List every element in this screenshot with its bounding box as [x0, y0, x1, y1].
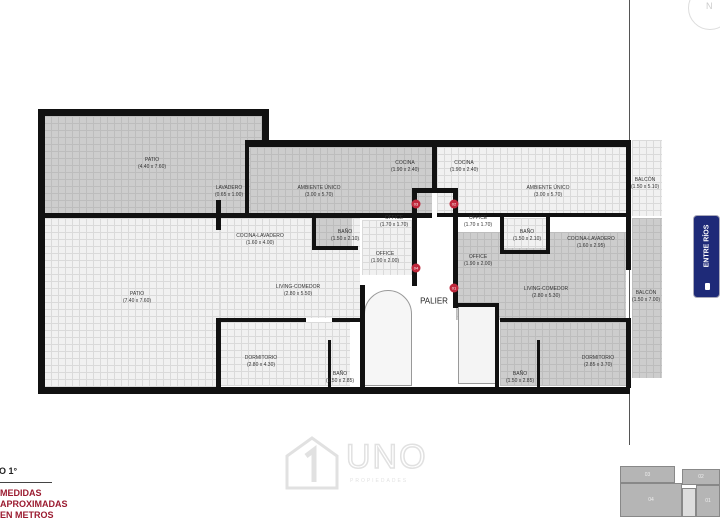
street-name: ENTRE RÍOS	[703, 224, 710, 268]
room-office-right-top: OFFICE(1.70 x 1.70)	[463, 215, 493, 228]
unit-marker-01[interactable]: 01	[449, 283, 459, 293]
room-cocina-left: COCINA(1.90 x 2.40)	[390, 160, 420, 173]
room-palier: PALIER	[420, 296, 448, 306]
key-unit-03[interactable]: 03	[620, 466, 675, 483]
room-balcon-right: BALCÓN(1.50 x 7.00)	[631, 290, 661, 303]
room-bano-right-top: BAÑO(1.50 x 2.10)	[512, 229, 542, 242]
room-bano-left-bottom: BAÑO(1.50 x 2.85)	[325, 371, 355, 384]
room-dormitorio-left: DORMITORIO(2.80 x 4.30)	[244, 355, 278, 368]
floor-label: O 1°	[0, 466, 18, 476]
room-patio-top: PATIO(4.40 x 7.60)	[137, 157, 167, 170]
street-direction-icon	[705, 283, 710, 290]
room-cocina-lavadero-right: COCINA-LAVADERO(1.60 x 2.95)	[567, 236, 615, 249]
key-common-area	[682, 488, 696, 517]
room-cocina-right: COCINA(1.90 x 2.40)	[449, 160, 479, 173]
unit-marker-02[interactable]: 02	[449, 199, 459, 209]
room-cocina-lavadero-left: COCINA-LAVADERO(1.60 x 4.00)	[236, 233, 284, 246]
room-patio-bottom: PATIO(7.40 x 7.60)	[122, 291, 152, 304]
key-unit-04[interactable]: 04	[620, 483, 682, 517]
key-unit-01[interactable]: 01	[696, 485, 720, 517]
room-balcon-top: BALCÓN(1.50 x 5.10)	[630, 177, 660, 190]
room-dormitorio-right: DORMITORIO(2.85 x 3.70)	[581, 355, 615, 368]
house-logo-icon	[285, 436, 339, 490]
key-plan: 03 02 04 01	[620, 466, 720, 518]
uno-logo: UNO PROPIEDADES	[284, 436, 444, 490]
room-ambiente-right: AMBIENTE ÚNICO(3.00 x 5.70)	[526, 185, 570, 198]
street-badge: ENTRE RÍOS	[693, 215, 720, 298]
key-unit-02[interactable]: 02	[682, 469, 720, 485]
room-lavadero: LAVADERO(0.65 x 1.00)	[214, 185, 244, 198]
room-bano-left-top: BAÑO(1.50 x 2.10)	[330, 229, 360, 242]
unit-marker-03[interactable]: 03	[411, 199, 421, 209]
compass: N	[688, 0, 720, 30]
room-office-right-mid: OFFICE(1.90 x 2.00)	[463, 254, 493, 267]
room-bano-right-bottom: BAÑO(1.50 x 2.85)	[505, 371, 535, 384]
room-office-left-mid: OFFICE(1.90 x 2.00)	[370, 251, 400, 264]
divider	[0, 482, 52, 483]
compass-north-label: N	[706, 1, 713, 11]
room-living-right: LIVING-COMEDOR(2.80 x 5.30)	[523, 286, 569, 299]
measurement-note: MEDIDAS APROXIMADAS EN METROS	[0, 488, 68, 520]
room-living-left: LIVING-COMEDOR(2.80 x 5.50)	[275, 284, 321, 297]
room-office-left-top: OFFICE(1.70 x 1.70)	[379, 215, 409, 228]
room-ambiente-left: AMBIENTE ÚNICO(3.00 x 5.70)	[297, 185, 341, 198]
unit-marker-04[interactable]: 04	[411, 263, 421, 273]
